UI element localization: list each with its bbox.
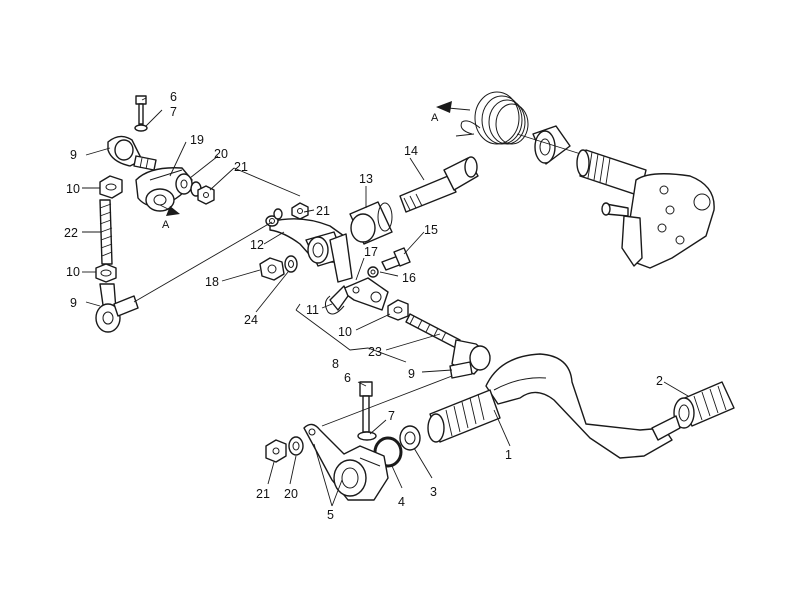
- upper-lock-nut: [99, 175, 123, 199]
- callout-14: 14: [404, 144, 418, 158]
- upper-nut-21: [197, 185, 215, 205]
- upper-shift-lever: [265, 215, 353, 283]
- callout-17: 17: [364, 245, 378, 259]
- callout-7-upper: 7: [170, 105, 177, 119]
- lever-nut: [259, 257, 285, 281]
- callout-23: 23: [368, 345, 382, 359]
- arrow-label-a-top: A: [431, 112, 439, 124]
- pedal-peg: [651, 381, 735, 441]
- callout-5: 5: [327, 508, 334, 522]
- leader-lines: [82, 97, 689, 507]
- clevis-pin-washer: [367, 266, 379, 278]
- callout-21-upper: 21: [234, 160, 248, 174]
- lower-ball-joint: [95, 283, 139, 333]
- callout-21-lower: 21: [256, 487, 270, 501]
- selector-plate: [601, 173, 715, 269]
- callout-4: 4: [398, 495, 405, 509]
- callout-10-upper: 10: [66, 182, 80, 196]
- upper-washer-20: [175, 173, 193, 195]
- callout-22: 22: [64, 226, 78, 240]
- retaining-clip: [324, 295, 345, 315]
- callout-9-upper: 9: [70, 148, 77, 162]
- assembly-bracket: [295, 303, 407, 363]
- arrow-label-a-left: A: [162, 219, 170, 231]
- callout-10-middle: 10: [66, 265, 80, 279]
- callout-20-upper: 20: [214, 147, 228, 161]
- pedal-lever-washer: [357, 431, 377, 441]
- callout-3: 3: [430, 485, 437, 499]
- pedal-hub: [427, 389, 501, 443]
- shift-pedal: [485, 353, 673, 459]
- callout-labels: 1 2 3 4 5 6 7 20 21 6 7 9 10 22 10 9 19 …: [64, 90, 663, 522]
- callout-6-upper: 6: [170, 90, 177, 104]
- direction-arrow-top: A: [431, 101, 471, 124]
- spacer-bushing: [349, 201, 393, 245]
- threaded-rod: [99, 199, 113, 265]
- callout-8: 8: [332, 357, 339, 371]
- upper-lever-nut: [291, 202, 309, 220]
- lower-washer-20: [288, 436, 304, 456]
- callout-6-lower: 6: [344, 371, 351, 385]
- callout-20-lower: 20: [284, 487, 298, 501]
- callout-2: 2: [656, 374, 663, 388]
- lower-clamp-lever: [303, 423, 389, 501]
- callout-24: 24: [244, 313, 258, 327]
- callout-21-middle: 21: [316, 204, 330, 218]
- callout-9-left: 9: [70, 296, 77, 310]
- pivot-bolt: [399, 156, 479, 213]
- callout-1: 1: [505, 448, 512, 462]
- lower-ball-joint-9: [449, 339, 491, 379]
- upper-ball-joint: [107, 135, 157, 171]
- adjuster-nut-10: [387, 299, 409, 321]
- lower-lock-nut: [95, 263, 117, 283]
- callout-9-lower: 9: [408, 367, 415, 381]
- lever-washer: [284, 255, 298, 273]
- callout-7-lower: 7: [388, 409, 395, 423]
- lower-nut-21: [265, 439, 287, 463]
- direction-arrow-left: A: [159, 204, 180, 231]
- callout-19: 19: [190, 133, 204, 147]
- callout-18: 18: [205, 275, 219, 289]
- upper-bolt: [135, 95, 147, 125]
- clevis-bolt: [381, 247, 411, 271]
- lower-threaded-rod: [405, 313, 461, 349]
- callout-13: 13: [359, 172, 373, 186]
- clevis-fork: [329, 277, 389, 311]
- upper-lever-washer: [273, 208, 283, 220]
- callout-10-lower: 10: [338, 325, 352, 339]
- callout-11: 11: [306, 303, 319, 317]
- callout-15: 15: [424, 223, 438, 237]
- upper-washer: [134, 124, 148, 132]
- callout-12: 12: [250, 238, 264, 252]
- callout-16: 16: [402, 271, 416, 285]
- pedal-washer: [399, 425, 421, 451]
- return-spring: [455, 91, 529, 145]
